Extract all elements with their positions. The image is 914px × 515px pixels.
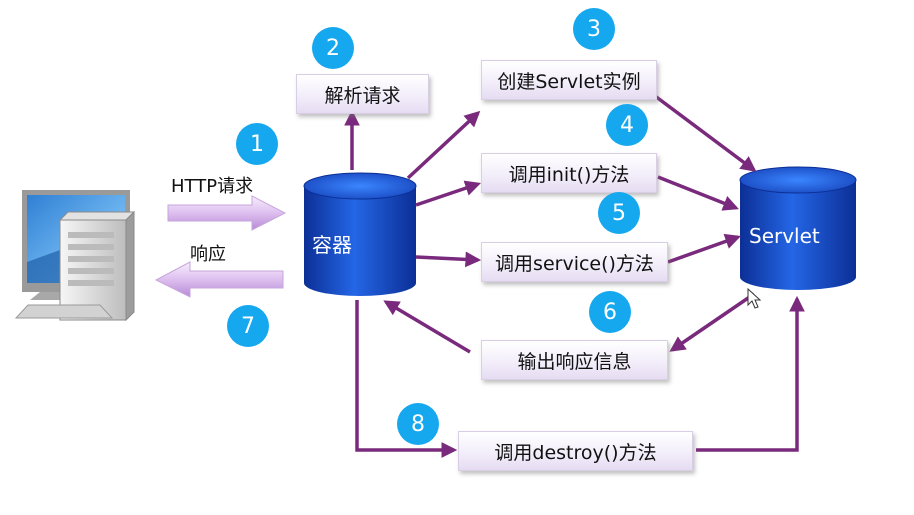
arrow-to-init <box>415 180 481 207</box>
parse-request-box: 解析请求 <box>296 74 429 114</box>
step-2-badge: 2 <box>312 27 354 69</box>
step-6-badge: 6 <box>589 291 631 333</box>
container-label: 容器 <box>312 233 352 257</box>
call-destroy-box: 调用destroy()方法 <box>458 431 693 471</box>
http-request-label: HTTP请求 <box>171 176 254 197</box>
mouse-cursor-icon <box>747 287 762 309</box>
output-response-box: 输出响应信息 <box>481 340 668 380</box>
arrow-output-to-container <box>383 300 471 354</box>
arrow-init-to-servlet <box>657 175 739 211</box>
step-5-badge: 5 <box>598 192 640 234</box>
arrow-container-to-destroy <box>355 300 458 458</box>
arrow-servlet-to-output <box>669 292 755 352</box>
arrow-create-to-servlet <box>653 94 757 172</box>
step-3-badge: 3 <box>573 8 615 50</box>
step-4-badge: 4 <box>606 104 648 146</box>
response-label: 响应 <box>190 244 226 265</box>
response-arrow <box>154 261 284 298</box>
arrow-to-create <box>406 110 481 180</box>
call-init-box: 调用init()方法 <box>481 153 657 193</box>
servlet-cylinder <box>739 166 857 290</box>
step-7-badge: 7 <box>227 305 269 347</box>
arrow-to-service <box>415 251 482 268</box>
computer-icon <box>14 190 136 322</box>
call-service-box: 调用service()方法 <box>481 242 668 282</box>
create-servlet-box: 创建Servlet实例 <box>481 60 657 100</box>
servlet-label: Servlet <box>749 224 820 248</box>
arrow-service-to-servlet <box>667 233 741 264</box>
step-1-badge: 1 <box>236 123 278 165</box>
request-arrow <box>167 195 287 231</box>
step-8-badge: 8 <box>397 403 439 445</box>
arrow-destroy-to-servlet <box>696 295 805 452</box>
container-cylinder <box>303 172 417 296</box>
